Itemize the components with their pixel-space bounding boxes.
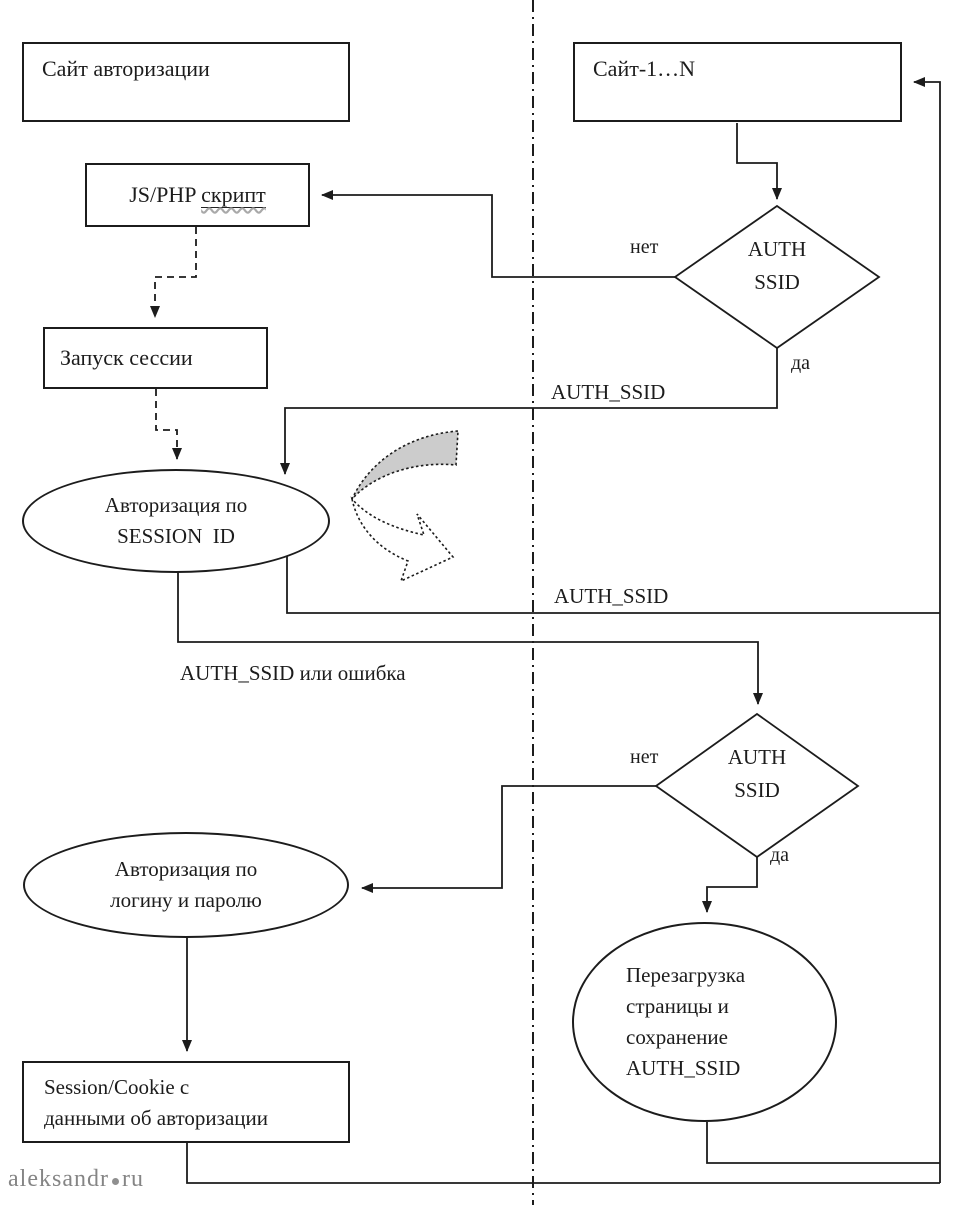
edge-sites-to-decision1 <box>736 123 782 200</box>
reload-save-line2: страницы и <box>626 994 729 1018</box>
login-auth-ellipse: Авторизация по логину и паролю <box>23 832 349 938</box>
auth-ssid-lower-label: AUTH_SSID <box>554 584 669 608</box>
decision1-line1: AUTH <box>747 237 807 261</box>
session-auth-ellipse: Авторизация по SESSION ID <box>22 469 330 573</box>
edge-reload-to-loop <box>706 1122 940 1164</box>
decision2-line1: AUTH <box>727 745 787 769</box>
watermark-dot-icon <box>111 1178 119 1185</box>
js-php-script-box: JS/PHP скрипт <box>85 163 310 227</box>
watermark-name: aleksandr <box>8 1166 109 1192</box>
decision2-line2: SSID <box>734 778 780 802</box>
decision2-yes-label: да <box>770 844 790 866</box>
login-auth-line2: логину и паролю <box>110 888 262 912</box>
session-cookie-line2: данными об авторизации <box>44 1106 268 1130</box>
session-auth-line2: SESSION ID <box>117 524 235 548</box>
decision1-yes-label: да <box>791 352 811 374</box>
js-php-script-label: JS/PHP скрипт <box>129 182 266 208</box>
watermark-tld: ru <box>121 1166 144 1192</box>
edge-decision1-yes-to-session-auth <box>280 347 778 475</box>
edge-decision2-no-to-login-auth <box>361 785 656 893</box>
edge-decision1-no-to-jsphp <box>321 190 675 278</box>
decision2-no-label: нет <box>630 746 659 768</box>
js-php-script-underlined-word: скрипт <box>201 182 266 207</box>
reload-save-line3: сохранение <box>626 1025 728 1049</box>
decision1-diamond <box>673 204 881 350</box>
auth-ssid-upper-label: AUTH_SSID <box>551 380 666 404</box>
login-auth-line1: Авторизация по <box>114 857 258 881</box>
reload-save-line1: Перезагрузка <box>626 963 746 987</box>
rotate-arrow-icon <box>350 430 459 583</box>
decision1-text: AUTH SSID <box>675 233 879 299</box>
session-cookie-box: Session/Cookie с данными об авторизации <box>22 1061 350 1143</box>
sites-box: Сайт-1…N <box>573 42 902 122</box>
auth-ssid-or-error-label: AUTH_SSID или ошибка <box>180 661 406 685</box>
rotate-arrow-lower-band <box>350 496 455 583</box>
reload-save-line4: AUTH_SSID <box>626 1056 741 1080</box>
decision2-diamond <box>654 712 860 859</box>
sites-box-label: Сайт-1…N <box>593 56 696 81</box>
edges-group <box>150 77 941 1184</box>
session-start-label: Запуск сессии <box>60 345 193 370</box>
session-start-box: Запуск сессии <box>43 327 268 389</box>
session-cookie-line1: Session/Cookie с <box>44 1075 190 1099</box>
edge-session-auth-to-right-loop <box>286 556 940 614</box>
decision2-text: AUTH SSID <box>656 741 858 807</box>
decision1-no-label: нет <box>630 236 659 258</box>
edge-session-cookie-to-loop <box>186 1143 940 1184</box>
watermark: aleksandr ru <box>8 1166 144 1193</box>
session-auth-line1: Авторизация по <box>104 493 248 517</box>
auth-site-box-label: Сайт авторизации <box>42 56 210 81</box>
edge-right-loop-to-sites <box>913 77 941 1183</box>
auth-site-box: Сайт авторизации <box>22 42 350 122</box>
reload-save-circle: Перезагрузка страницы и сохранение AUTH_… <box>572 922 837 1122</box>
rotate-arrow-upper-band <box>351 430 459 500</box>
edge-session-auth-to-decision2 <box>177 572 763 705</box>
edge-decision2-yes-to-reload <box>702 856 758 913</box>
decision1-line2: SSID <box>754 270 800 294</box>
edge-session-start-to-session-auth-dashed <box>155 389 182 460</box>
edge-jsphp-to-session-start-dashed <box>150 227 197 318</box>
